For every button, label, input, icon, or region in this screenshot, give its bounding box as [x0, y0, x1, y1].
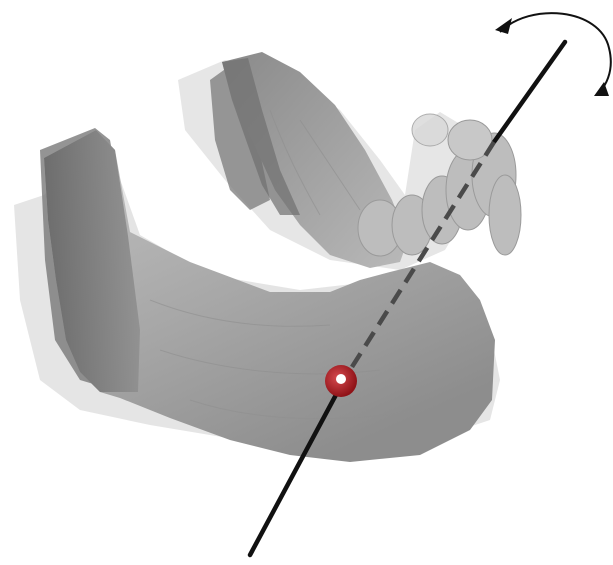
pivot-marker: [325, 365, 357, 397]
curved-rotation-arrow-icon: [495, 13, 611, 96]
